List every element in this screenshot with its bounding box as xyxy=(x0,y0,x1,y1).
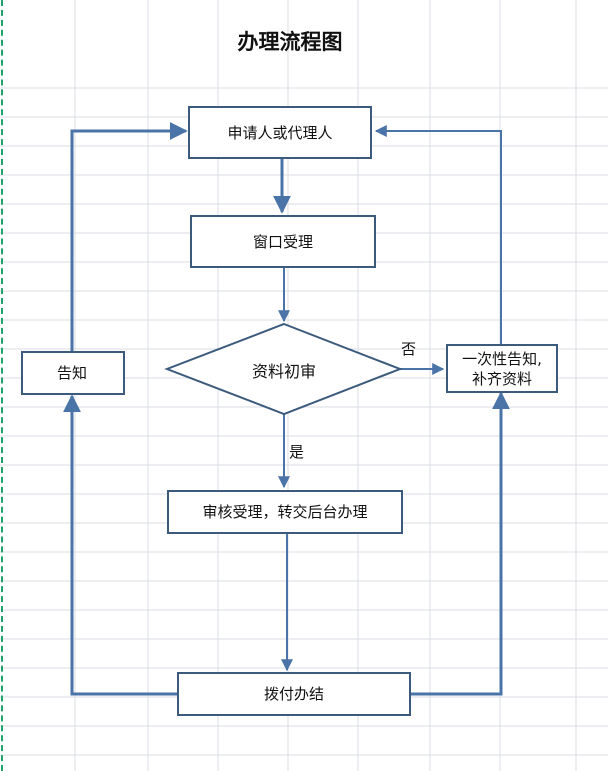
review-diamond xyxy=(164,322,403,416)
approve-box: 审核受理，转交后台办理 xyxy=(167,490,403,534)
notify-box: 告知 xyxy=(21,351,125,395)
edge-label-yes: 是 xyxy=(289,443,305,461)
applicant-box: 申请人或代理人 xyxy=(188,106,372,159)
edge-label-no: 否 xyxy=(401,340,417,358)
arrow-notify-to-applicant xyxy=(70,122,188,351)
arrow-issue-to-notify xyxy=(63,394,177,696)
sheet-left-edge xyxy=(1,0,3,771)
window-accept-box: 窗口受理 xyxy=(190,215,376,268)
issue-box: 拨付办结 xyxy=(177,672,411,716)
supplement-line-2: 补齐资料 xyxy=(471,369,532,388)
initial-review-label: 资料初审 xyxy=(251,362,316,381)
supplement-box: 一次性告知, 补齐资料 xyxy=(446,344,558,393)
supplement-line-1: 一次性告知, xyxy=(462,349,542,368)
arrow-supplement-to-applicant xyxy=(374,125,502,344)
arrow-issue-to-supplement xyxy=(411,391,510,696)
diagram-title: 办理流程图 xyxy=(237,29,343,54)
